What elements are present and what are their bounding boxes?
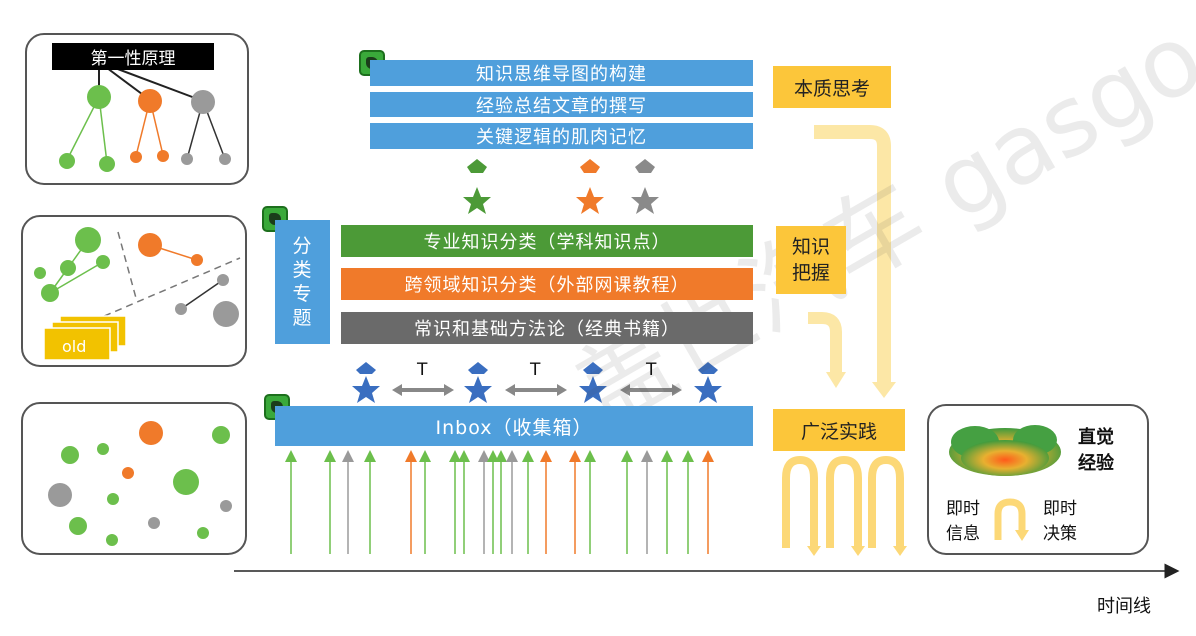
practice-box: 广泛实践 [773, 409, 905, 451]
gray-star [631, 159, 659, 214]
blue-star [464, 362, 492, 403]
green-star [463, 159, 491, 214]
instant-decision-line: 即时 [1043, 499, 1077, 519]
t-label: T [646, 360, 657, 380]
blue-star [694, 362, 722, 403]
knowledge-char: 把握 [791, 262, 830, 284]
instant-info-label: 即时 信息 [946, 497, 980, 547]
t-label: T [417, 360, 428, 380]
yellow-flow-arrows [782, 125, 907, 556]
knowledge-char: 知识 [791, 236, 830, 258]
blue-star [579, 362, 607, 403]
cluster-panel [21, 215, 247, 367]
side-char: 类 [292, 259, 313, 281]
t-double-arrow [392, 384, 682, 396]
first-principle-label: 第一性原理 [52, 43, 214, 70]
mid-bar-professional: 专业知识分类（学科知识点） [341, 225, 753, 257]
mid-bar-common-sense: 常识和基础方法论（经典书籍） [341, 312, 753, 344]
top-bar-summary: 经验总结文章的撰写 [370, 92, 753, 117]
blue-star [352, 362, 380, 403]
instant-decision-label: 即时 决策 [1043, 497, 1077, 547]
knowledge-grasp-box: 知识 把握 [776, 226, 846, 294]
orange-star [576, 159, 604, 214]
top-bar-mindmap: 知识思维导图的构建 [370, 60, 753, 86]
inbox-bar: Inbox（收集箱） [275, 406, 753, 446]
top-star-row [463, 159, 659, 214]
inbox-input-arrows [285, 450, 714, 554]
intuition-title: 直觉 经验 [1078, 425, 1114, 477]
instant-decision-line: 决策 [1043, 524, 1077, 544]
old-label: old [62, 337, 87, 356]
scatter-panel [21, 402, 247, 555]
timeline-label: 时间线 [1097, 596, 1151, 617]
mid-bar-cross-domain: 跨领域知识分类（外部网课教程） [341, 268, 753, 300]
t-label: T [530, 360, 541, 380]
instant-info-line: 信息 [946, 524, 980, 544]
intuition-title-line: 直觉 [1078, 427, 1114, 448]
top-bar-muscle-memory: 关键逻辑的肌肉记忆 [370, 123, 753, 149]
essence-thinking-box: 本质思考 [773, 66, 891, 108]
intuition-cloud [949, 425, 1061, 476]
side-char: 题 [292, 307, 313, 329]
category-topic-box: 分 类 专 题 [275, 220, 330, 344]
side-char: 专 [292, 283, 313, 305]
side-char: 分 [292, 235, 313, 257]
intuition-title-line: 经验 [1078, 453, 1114, 474]
intuition-panel [927, 404, 1149, 555]
old-stack-icon [43, 315, 127, 361]
blue-star-row [352, 362, 722, 403]
instant-info-line: 即时 [946, 499, 980, 519]
